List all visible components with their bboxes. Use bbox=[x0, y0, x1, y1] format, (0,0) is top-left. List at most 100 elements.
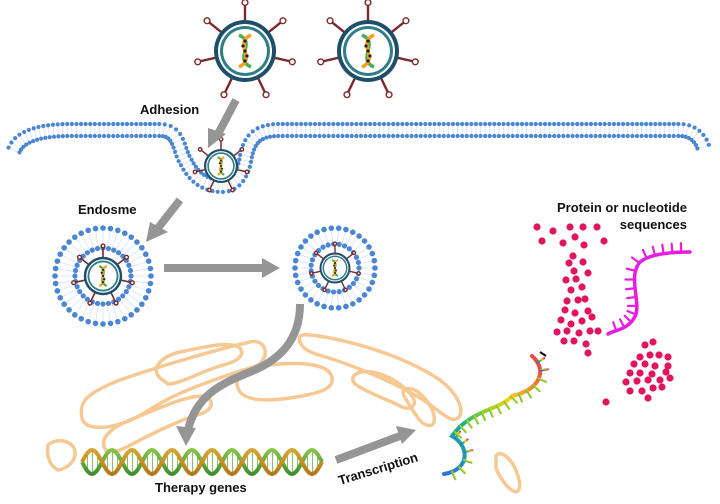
lipid-head bbox=[128, 234, 135, 240]
lipid-head bbox=[533, 133, 538, 139]
lipid-head bbox=[639, 121, 644, 127]
protein-dot bbox=[626, 387, 634, 395]
lipid-head bbox=[246, 133, 251, 138]
lipid-head bbox=[267, 134, 273, 139]
lipid-head bbox=[506, 133, 511, 139]
nucleotide-rung bbox=[641, 248, 648, 260]
lipid-head bbox=[492, 133, 497, 139]
lipid-head bbox=[473, 121, 479, 127]
lipid-head bbox=[97, 121, 102, 127]
lipid-head bbox=[538, 133, 543, 139]
lipid-head bbox=[570, 133, 575, 139]
lipid-tail bbox=[107, 303, 111, 324]
lipid-head bbox=[312, 278, 318, 284]
endosome-vesicle-right bbox=[292, 225, 378, 311]
virus-dna-base bbox=[243, 39, 247, 43]
lipid-head bbox=[260, 124, 265, 129]
lipid-head bbox=[575, 121, 580, 127]
lipid-head bbox=[312, 133, 318, 139]
protein-dot bbox=[562, 276, 570, 284]
lipid-head bbox=[483, 133, 488, 139]
protein-dot bbox=[664, 353, 672, 361]
lipid-head bbox=[74, 133, 79, 139]
lipid-head bbox=[706, 142, 711, 147]
lipid-head bbox=[371, 257, 378, 264]
lipid-head bbox=[487, 121, 492, 127]
lipid-tail bbox=[55, 268, 76, 272]
lipid-head bbox=[126, 262, 132, 268]
lipid-head bbox=[78, 315, 85, 322]
protein-dot bbox=[567, 286, 575, 294]
lipid-head bbox=[336, 289, 342, 295]
lipid-head bbox=[441, 133, 446, 139]
lipid-head bbox=[369, 279, 376, 286]
mrna-rainbow-strand-icon bbox=[442, 351, 550, 481]
spike-tip bbox=[262, 91, 270, 99]
lipid-head bbox=[171, 145, 176, 150]
lipid-head bbox=[195, 182, 200, 188]
protein-dot bbox=[574, 296, 582, 304]
lipid-head bbox=[120, 133, 125, 139]
lipid-head bbox=[662, 133, 667, 139]
lipid-head bbox=[285, 121, 290, 127]
spike-tip bbox=[197, 146, 203, 152]
lipid-head bbox=[308, 121, 313, 127]
protein-dot bbox=[584, 307, 592, 315]
protein-dot bbox=[569, 252, 577, 260]
lipid-head bbox=[354, 121, 359, 127]
lipid-head bbox=[83, 133, 88, 139]
lipid-head bbox=[701, 132, 706, 138]
lipid-head bbox=[363, 133, 368, 139]
virus-spike bbox=[209, 180, 215, 190]
lipid-head bbox=[345, 121, 350, 127]
lipid-head bbox=[292, 272, 299, 279]
lipid-tail bbox=[125, 292, 143, 305]
virus-dna-base bbox=[103, 277, 106, 281]
lipid-head bbox=[105, 300, 112, 307]
spike-tip bbox=[239, 146, 245, 152]
lipid-head bbox=[134, 121, 139, 127]
nucleotide-rung bbox=[536, 357, 546, 364]
virus-dna-base bbox=[100, 271, 103, 275]
virus-spike bbox=[322, 56, 340, 63]
protein-dot bbox=[571, 309, 579, 317]
lipid-head bbox=[280, 121, 285, 127]
nucleotide-rung bbox=[626, 295, 638, 300]
lipid-head bbox=[542, 133, 548, 139]
lipid-head bbox=[152, 133, 157, 139]
transcription-arrow bbox=[334, 426, 416, 464]
lipid-head bbox=[31, 126, 36, 131]
protein-dot bbox=[578, 283, 586, 291]
lipid-head bbox=[162, 122, 167, 127]
lipid-head bbox=[366, 286, 372, 292]
virus-spike bbox=[200, 149, 209, 157]
lipid-head bbox=[602, 121, 607, 127]
nucleotide-rung bbox=[496, 404, 502, 415]
organelle-right-tip bbox=[401, 386, 437, 428]
nucleotide-rung bbox=[463, 449, 474, 454]
lipid-head bbox=[127, 267, 134, 274]
nucleotide-rung bbox=[473, 415, 480, 425]
lipid-head bbox=[276, 133, 281, 139]
lipid-head bbox=[294, 133, 299, 139]
lipid-head bbox=[391, 121, 396, 127]
lipid-head bbox=[243, 138, 248, 143]
protein-dot bbox=[656, 376, 664, 384]
protein-dot bbox=[644, 394, 652, 402]
lipid-tail bbox=[87, 302, 95, 322]
lipid-head bbox=[299, 121, 304, 127]
lipid-head bbox=[460, 121, 465, 127]
lipid-head bbox=[358, 133, 364, 139]
lipid-head bbox=[302, 238, 309, 244]
lipid-head bbox=[519, 133, 525, 139]
lipid-head bbox=[418, 133, 423, 139]
virus-dna-base bbox=[219, 170, 223, 173]
protein-dot bbox=[641, 341, 649, 349]
lipid-head bbox=[92, 320, 99, 327]
protein-dot bbox=[571, 233, 579, 241]
lipid-head bbox=[377, 121, 382, 127]
lipid-head bbox=[106, 133, 111, 139]
spike-tip bbox=[313, 250, 319, 256]
protein-dot bbox=[579, 258, 587, 266]
